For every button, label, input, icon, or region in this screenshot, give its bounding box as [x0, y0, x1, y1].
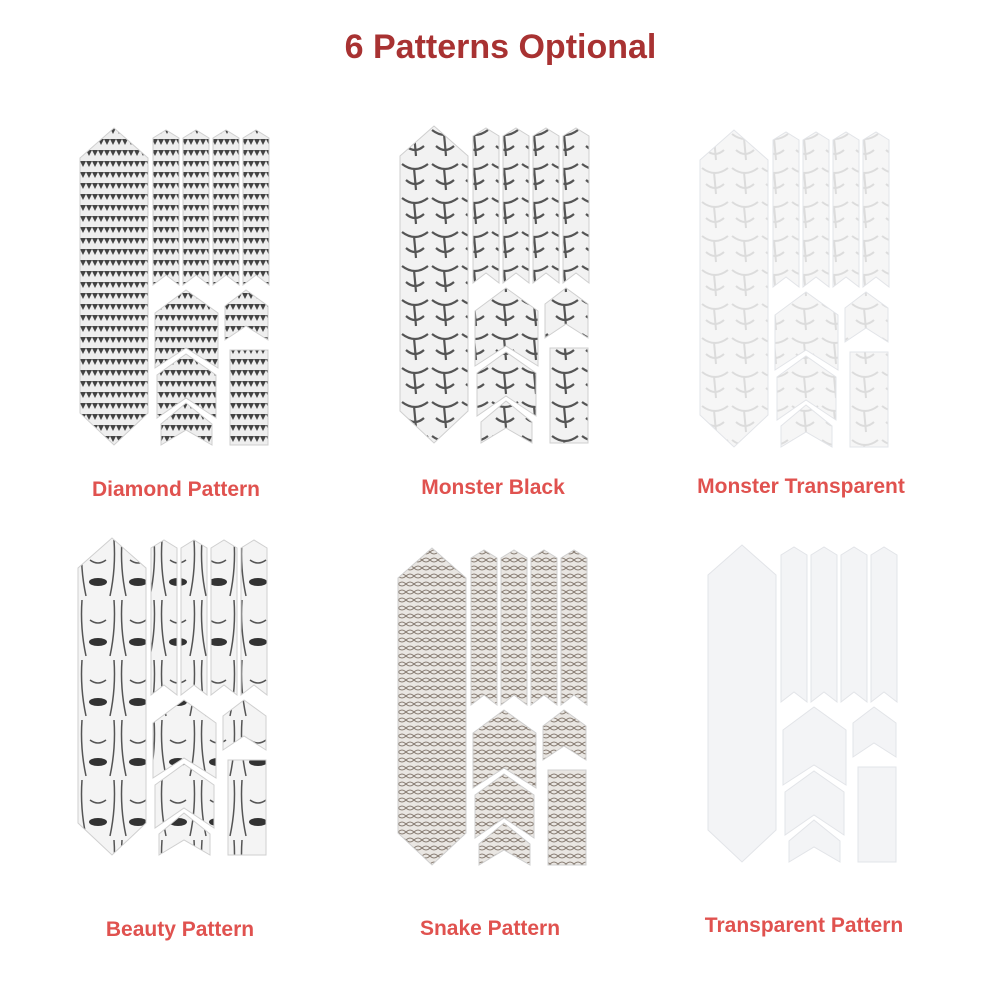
- monster-black-chevron-mini: [544, 287, 589, 339]
- page-title: 6 Patterns Optional: [344, 28, 657, 66]
- transparent-chevron-small: [788, 819, 841, 863]
- transparent-chevron-large: [782, 706, 847, 786]
- monster-black-chevron-small: [480, 400, 533, 444]
- beauty-chevron-large: [152, 699, 217, 779]
- snake-chevron-mini: [542, 709, 587, 761]
- monster-transparent-chevron-large: [774, 291, 839, 371]
- beauty-chevron-medium: [154, 763, 215, 829]
- sticker-set-transparent: [707, 544, 898, 863]
- monster-transparent-tall-strip: [862, 131, 890, 289]
- transparent-chevron-mini: [852, 706, 897, 758]
- transparent-pattern-label: Transparent Pattern: [704, 914, 904, 937]
- snake-tall-strip: [560, 549, 588, 707]
- diamond-chevron-large: [154, 289, 219, 369]
- beauty-pattern-label: Beauty Pattern: [105, 918, 255, 941]
- snake-pattern-label: Snake Pattern: [419, 917, 561, 940]
- monster-transparent-long-strip: [699, 129, 769, 448]
- snake-tall-strip: [530, 549, 558, 707]
- beauty-tall-strip: [210, 539, 238, 697]
- diamond-chevron-medium: [156, 353, 217, 419]
- snake-chevron-small: [478, 822, 531, 866]
- sticker-set-snake: [397, 547, 588, 866]
- diamond-tall-strip: [212, 129, 240, 287]
- snake-chevron-large: [472, 709, 537, 789]
- monster-black-tall-strip: [472, 127, 500, 285]
- snake-rect-patch: [547, 769, 587, 866]
- transparent-long-strip: [707, 544, 777, 863]
- diamond-chevron-mini: [224, 289, 269, 341]
- snake-chevron-medium: [474, 773, 535, 839]
- monster-black-chevron-large: [474, 287, 539, 367]
- snake-tall-strip: [470, 549, 498, 707]
- diamond-tall-strip: [152, 129, 180, 287]
- monster-black-rect-patch: [549, 347, 589, 444]
- sticker-set-monster-black: [399, 125, 590, 444]
- monster-black-tall-strip: [562, 127, 590, 285]
- transparent-chevron-medium: [784, 770, 845, 836]
- beauty-tall-strip: [240, 539, 268, 697]
- snake-long-strip: [397, 547, 467, 866]
- monster-transparent-chevron-mini: [844, 291, 889, 343]
- transparent-tall-strip: [840, 546, 868, 704]
- monster-black-tall-strip: [532, 127, 560, 285]
- diamond-tall-strip: [182, 129, 210, 287]
- beauty-rect-patch: [227, 759, 267, 856]
- beauty-chevron-mini: [222, 699, 267, 751]
- diamond-long-strip: [79, 127, 149, 446]
- monster-transparent-label: Monster Transparent: [697, 475, 905, 498]
- sticker-set-monster-transparent: [699, 129, 890, 448]
- monster-transparent-tall-strip: [772, 131, 800, 289]
- sticker-set-beauty: [77, 537, 268, 856]
- beauty-long-strip: [77, 537, 147, 856]
- diamond-pattern-label: Diamond Pattern: [91, 478, 261, 501]
- monster-transparent-tall-strip: [802, 131, 830, 289]
- transparent-tall-strip: [780, 546, 808, 704]
- monster-black-tall-strip: [502, 127, 530, 285]
- monster-transparent-tall-strip: [832, 131, 860, 289]
- monster-black-chevron-medium: [476, 351, 537, 417]
- monster-transparent-rect-patch: [849, 351, 889, 448]
- transparent-rect-patch: [857, 766, 897, 863]
- diamond-rect-patch: [229, 349, 269, 446]
- transparent-tall-strip: [870, 546, 898, 704]
- monster-black-label: Monster Black: [421, 476, 565, 499]
- monster-black-long-strip: [399, 125, 469, 444]
- monster-transparent-chevron-small: [780, 404, 833, 448]
- sticker-set-diamond: [79, 127, 270, 446]
- diamond-tall-strip: [242, 129, 270, 287]
- diamond-chevron-small: [160, 402, 213, 446]
- beauty-chevron-small: [158, 812, 211, 856]
- beauty-tall-strip: [180, 539, 208, 697]
- snake-tall-strip: [500, 549, 528, 707]
- beauty-tall-strip: [150, 539, 178, 697]
- monster-transparent-chevron-medium: [776, 355, 837, 421]
- transparent-tall-strip: [810, 546, 838, 704]
